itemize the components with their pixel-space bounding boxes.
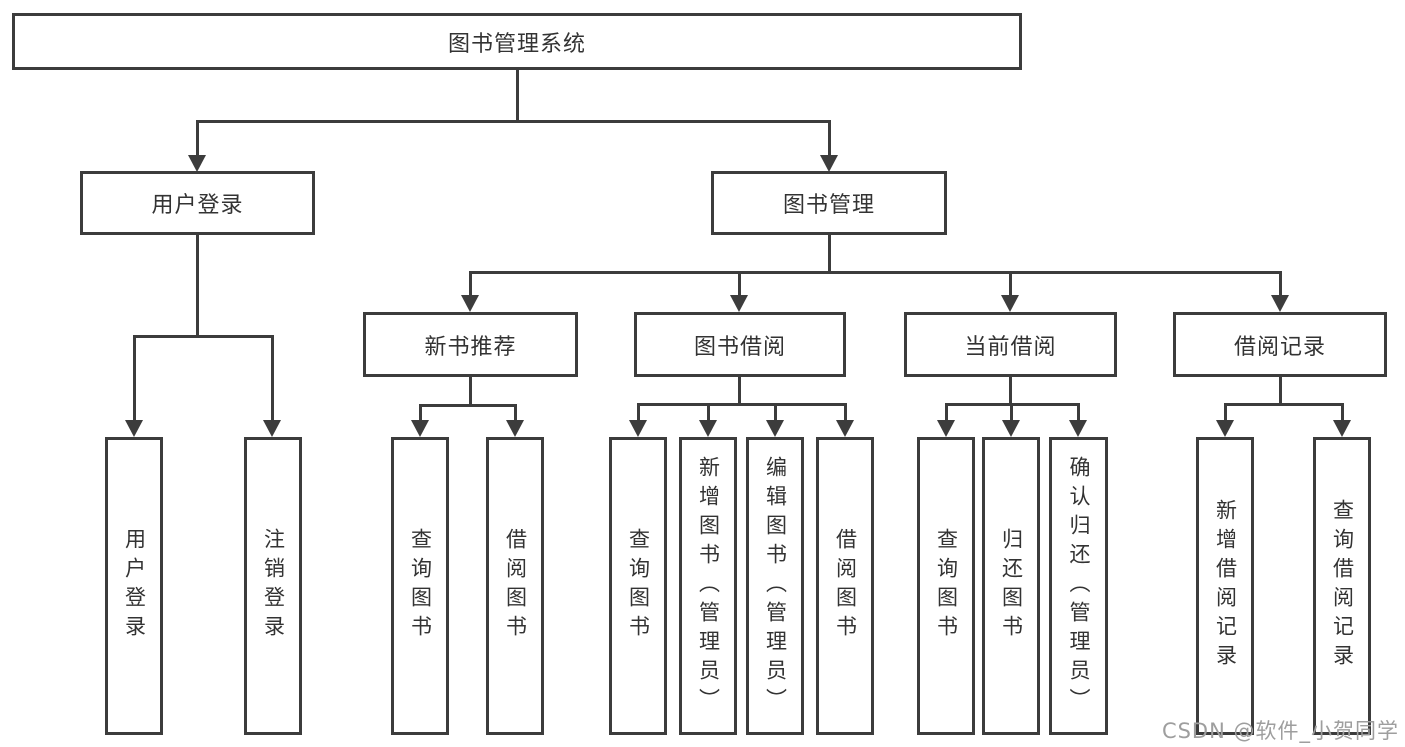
node-book-management: 图书管理 [711, 171, 947, 235]
node-label: 当前借阅 [964, 334, 1057, 360]
node-current-borrow: 当前借阅 [904, 312, 1117, 377]
connector-line [738, 271, 741, 298]
connector-line [1077, 403, 1080, 423]
leaf-current-query-books: 查询图书 [917, 437, 975, 735]
connector-line [945, 403, 948, 423]
leaf-borrow-add-books-admin: 新增图书（管理员） [679, 437, 737, 735]
connector-line [196, 235, 199, 335]
node-label: 用户登录 [151, 193, 244, 218]
arrowhead-down [1001, 295, 1019, 312]
connector-line [469, 271, 1282, 274]
connector-line [516, 70, 519, 121]
connector-line [1009, 377, 1012, 404]
node-label: 用户登录 [122, 528, 147, 644]
arrowhead-down [1333, 420, 1351, 437]
connector-line [133, 335, 136, 423]
connector-line [1279, 377, 1282, 404]
connector-line [828, 235, 831, 273]
node-user-login: 用户登录 [80, 171, 315, 235]
leaf-borrow-query-books: 查询图书 [609, 437, 667, 735]
connector-line [637, 403, 640, 423]
connector-line [1341, 403, 1344, 423]
arrowhead-down [766, 420, 784, 437]
arrowhead-down [1069, 420, 1087, 437]
node-label: 归还图书 [999, 528, 1024, 644]
arrowhead-down [263, 420, 281, 437]
node-label: 查询图书 [626, 528, 651, 644]
connector-line [738, 377, 741, 404]
connector-line [196, 120, 199, 157]
connector-line [196, 120, 831, 123]
arrowhead-down [506, 420, 524, 437]
node-label: 图书管理 [782, 193, 875, 218]
leaf-user-login: 用户登录 [105, 437, 163, 735]
node-borrow-record: 借阅记录 [1173, 312, 1387, 377]
connector-line [844, 403, 847, 423]
node-label: 确认归还（管理员） [1067, 455, 1091, 717]
node-root-library-system: 图书管理系统 [12, 13, 1022, 70]
leaf-record-add-borrow-record: 新增借阅记录 [1196, 437, 1254, 735]
connector-line [707, 403, 710, 423]
connector-line [1010, 403, 1013, 423]
node-label: 新书推荐 [424, 334, 517, 360]
connector-line [1224, 403, 1344, 406]
leaf-record-query-borrow-record: 查询借阅记录 [1313, 437, 1371, 735]
arrowhead-down [820, 155, 838, 172]
node-book-borrow: 图书借阅 [634, 312, 846, 377]
arrowhead-down [411, 420, 429, 437]
connector-line [1279, 271, 1282, 298]
connector-line [828, 120, 831, 157]
node-label: 查询借阅记录 [1330, 499, 1355, 673]
arrowhead-down [461, 295, 479, 312]
arrowhead-down [188, 155, 206, 172]
connector-line [1224, 403, 1227, 423]
arrowhead-down [1271, 295, 1289, 312]
arrowhead-down [1216, 420, 1234, 437]
connector-line [469, 377, 472, 405]
arrowhead-down [1002, 420, 1020, 437]
leaf-logout: 注销登录 [244, 437, 302, 735]
connector-line [419, 404, 517, 407]
node-label: 借阅记录 [1233, 334, 1326, 360]
node-label: 新增图书（管理员） [696, 455, 721, 717]
csdn-watermark: CSDN @软件_小贺同学 [1161, 719, 1399, 743]
arrowhead-down [699, 420, 717, 437]
node-label: 编辑图书（管理员） [763, 455, 788, 717]
node-new-book-recommend: 新书推荐 [363, 312, 578, 377]
leaf-newbook-query-books: 查询图书 [391, 437, 449, 735]
connector-line [133, 335, 274, 338]
leaf-current-return-books: 归还图书 [982, 437, 1040, 735]
leaf-borrow-edit-books-admin: 编辑图书（管理员） [746, 437, 804, 735]
node-label: 图书借阅 [693, 334, 786, 360]
connector-line [271, 335, 274, 423]
arrowhead-down [836, 420, 854, 437]
arrowhead-down [937, 420, 955, 437]
node-label: 借阅图书 [833, 528, 858, 644]
node-label: 图书管理系统 [447, 31, 586, 57]
connector-line [469, 271, 472, 298]
node-label: 查询图书 [408, 528, 433, 644]
connector-line [637, 403, 847, 406]
connector-line [774, 403, 777, 423]
leaf-current-confirm-return-admin: 确认归还（管理员） [1049, 437, 1108, 735]
arrowhead-down [125, 420, 143, 437]
arrowhead-down [730, 295, 748, 312]
leaf-borrow-borrow-books: 借阅图书 [816, 437, 874, 735]
arrowhead-down [629, 420, 647, 437]
leaf-newbook-borrow-books: 借阅图书 [486, 437, 544, 735]
connector-line [1009, 271, 1012, 298]
node-label: 查询图书 [934, 528, 959, 644]
node-label: 借阅图书 [503, 528, 528, 644]
connector-line [514, 404, 517, 423]
node-label: 新增借阅记录 [1213, 499, 1238, 673]
connector-line [419, 404, 422, 423]
node-label: 注销登录 [261, 528, 286, 644]
